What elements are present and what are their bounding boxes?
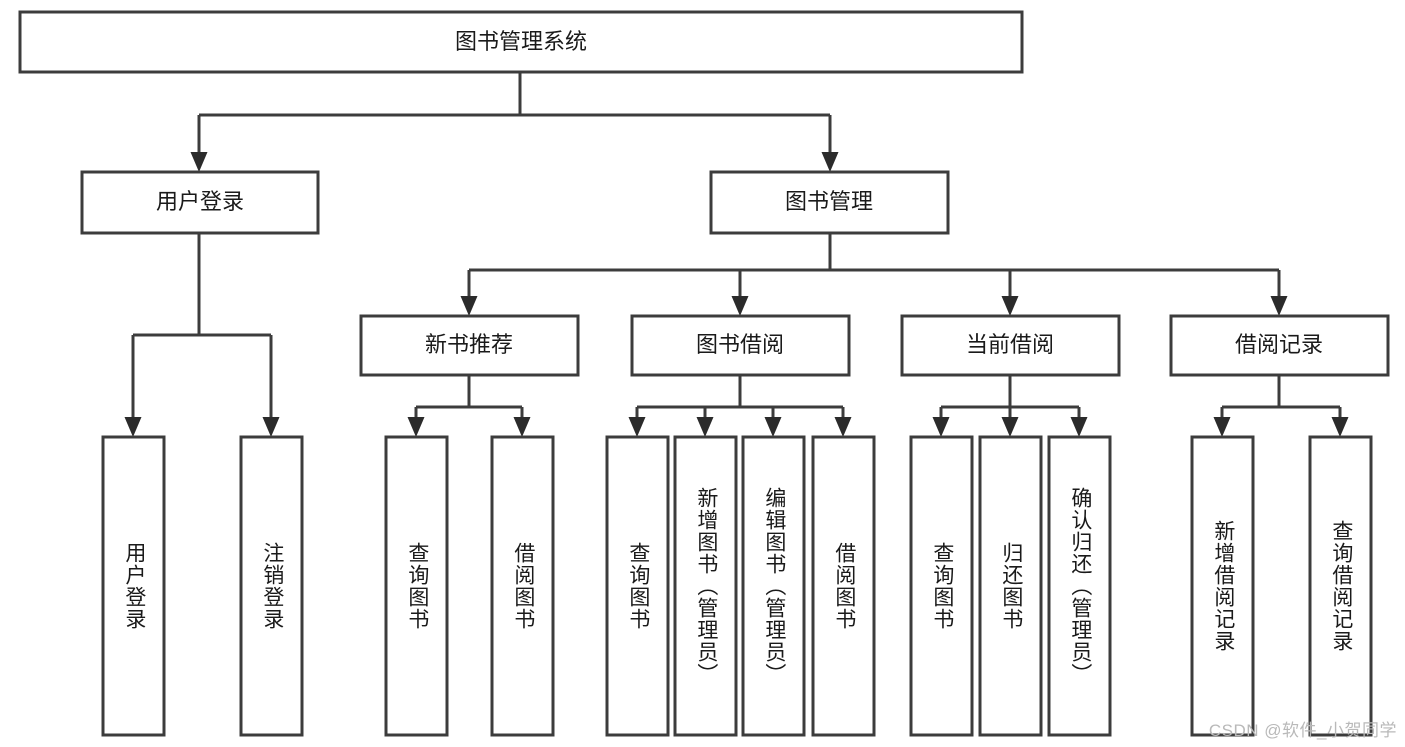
node-current-borrow[interactable]: 当前借阅	[900, 314, 1121, 377]
leaf-box-bb-2[interactable]	[673, 435, 738, 737]
node-new-book-recommend[interactable]: 新书推荐	[359, 314, 580, 377]
arrow-to-leaf-nbr-1	[407, 417, 425, 437]
leaf-boxes	[101, 435, 1373, 737]
arrow-to-leaf-bb-3	[764, 417, 782, 437]
arrow-to-leaf-nbr-2	[513, 417, 531, 437]
leaf-box-user-login-2[interactable]	[239, 435, 304, 737]
node-root[interactable]: 图书管理系统	[18, 10, 1024, 74]
node-user-login-label: 用户登录	[156, 189, 244, 214]
connector-group-borrow-record	[1213, 375, 1349, 437]
leaf-box-nbr-2[interactable]	[490, 435, 555, 737]
node-current-borrow-label: 当前借阅	[966, 332, 1054, 357]
arrow-to-book-manage	[821, 152, 839, 172]
arrow-to-borrow-record	[1270, 296, 1288, 316]
arrow-to-leaf-cb-2	[1001, 417, 1019, 437]
leaf-box-cb-1[interactable]	[909, 435, 974, 737]
node-book-borrow-label: 图书借阅	[696, 332, 784, 357]
leaf-box-cb-2[interactable]	[978, 435, 1043, 737]
arrow-to-leaf-bb-2	[696, 417, 714, 437]
arrow-to-leaf-br-2	[1331, 417, 1349, 437]
node-user-login[interactable]: 用户登录	[80, 170, 320, 235]
arrow-to-leaf-user-login-2	[262, 417, 280, 437]
leaf-box-br-1[interactable]	[1190, 435, 1255, 737]
arrow-to-new-book-recommend	[460, 296, 478, 316]
connector-group-user-login	[124, 233, 280, 437]
leaf-box-br-2[interactable]	[1308, 435, 1373, 737]
arrow-to-leaf-bb-1	[628, 417, 646, 437]
leaf-box-bb-3[interactable]	[741, 435, 806, 737]
node-book-manage[interactable]: 图书管理	[709, 170, 950, 235]
arrow-to-leaf-user-login-1	[124, 417, 142, 437]
arrow-to-current-borrow	[1001, 296, 1019, 316]
connector-group-book-borrow	[628, 375, 852, 437]
arrow-to-leaf-cb-3	[1070, 417, 1088, 437]
arrow-to-leaf-bb-4	[834, 417, 852, 437]
leaf-box-user-login-1[interactable]	[101, 435, 166, 737]
arrow-to-leaf-br-1	[1213, 417, 1231, 437]
arrow-to-book-borrow	[731, 296, 749, 316]
arrow-to-leaf-cb-1	[932, 417, 950, 437]
connector-group-current-borrow	[932, 375, 1088, 437]
connector-group-root	[190, 72, 839, 172]
node-book-borrow[interactable]: 图书借阅	[630, 314, 851, 377]
connector-group-new-book-recommend	[407, 375, 531, 437]
node-book-manage-label: 图书管理	[785, 189, 873, 214]
leaf-box-cb-3[interactable]	[1047, 435, 1112, 737]
node-root-label: 图书管理系统	[455, 29, 587, 54]
leaf-box-nbr-1[interactable]	[384, 435, 449, 737]
connector-group-book-manage	[460, 233, 1288, 316]
node-borrow-record-label: 借阅记录	[1235, 332, 1323, 357]
leaf-box-bb-1[interactable]	[605, 435, 670, 737]
node-borrow-record[interactable]: 借阅记录	[1169, 314, 1390, 377]
csdn-watermark: CSDN @软件_小贺同学	[1208, 721, 1397, 740]
node-new-book-recommend-label: 新书推荐	[425, 332, 513, 357]
arrow-to-user-login	[190, 152, 208, 172]
leaf-box-bb-4[interactable]	[811, 435, 876, 737]
